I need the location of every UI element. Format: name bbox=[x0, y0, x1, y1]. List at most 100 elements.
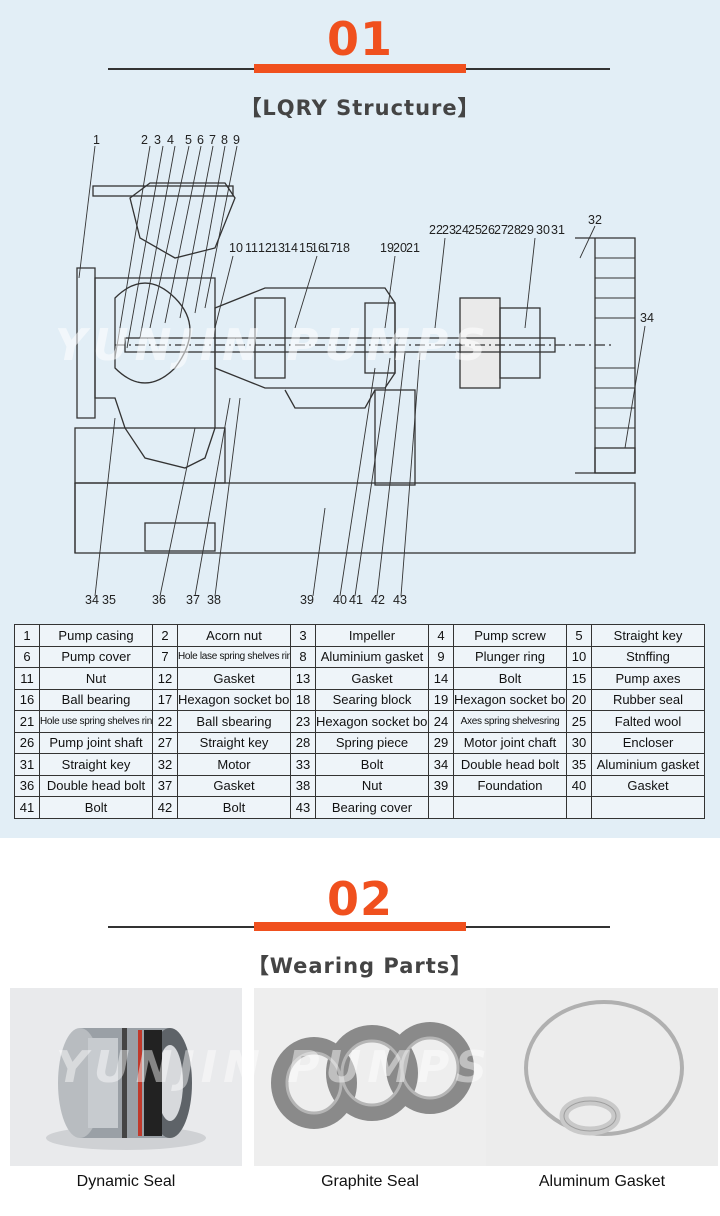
callout-3: 3 bbox=[154, 133, 161, 147]
part-name-cell: Hole use spring shelves ring bbox=[39, 710, 153, 733]
part-name-cell: Stnffing bbox=[591, 645, 705, 668]
callout-38: 38 bbox=[207, 593, 221, 607]
part-number-cell: 30 bbox=[566, 731, 592, 754]
callout-42: 42 bbox=[371, 593, 385, 607]
callout-7: 7 bbox=[209, 133, 216, 147]
aluminum-gasket-photo bbox=[486, 988, 718, 1166]
part-number-cell: 3 bbox=[290, 624, 316, 647]
part-number-cell: 5 bbox=[566, 624, 592, 647]
part-number-cell: 32 bbox=[152, 753, 178, 776]
part-name-cell: Foundation bbox=[453, 774, 567, 797]
callout-29: 29 bbox=[520, 223, 534, 237]
callout-43: 43 bbox=[393, 593, 407, 607]
part-name-cell: Gasket bbox=[591, 774, 705, 797]
callout-12: 12 bbox=[258, 241, 272, 255]
part-number-cell: 9 bbox=[428, 645, 454, 668]
part-number-cell: 28 bbox=[290, 731, 316, 754]
callout-41: 41 bbox=[349, 593, 363, 607]
dynamic-seal-caption: Dynamic Seal bbox=[76, 1173, 176, 1190]
callout-30: 30 bbox=[536, 223, 550, 237]
callout-9: 9 bbox=[233, 133, 240, 147]
part-number-cell: 22 bbox=[152, 710, 178, 733]
part-number-cell: 10 bbox=[566, 645, 592, 668]
callout-1: 1 bbox=[93, 133, 100, 147]
section-title: 【Wearing Parts】 bbox=[247, 954, 473, 978]
section-number: 01 bbox=[326, 12, 393, 66]
part-number-cell: 15 bbox=[566, 667, 592, 690]
part-number-cell: 41 bbox=[14, 796, 40, 819]
part-name-cell: Aluminium gasket bbox=[315, 645, 429, 668]
part-number-cell: 19 bbox=[428, 688, 454, 711]
callout-10: 10 bbox=[229, 241, 243, 255]
part-name-cell: Gasket bbox=[177, 667, 291, 690]
part-name-cell: Encloser bbox=[591, 731, 705, 754]
callout-27: 27 bbox=[494, 223, 508, 237]
part-name-cell: Falted wool bbox=[591, 710, 705, 733]
part-number-cell: 31 bbox=[14, 753, 40, 776]
callout-39: 39 bbox=[300, 593, 314, 607]
divider-accent bbox=[254, 64, 466, 73]
part-number-cell: 4 bbox=[428, 624, 454, 647]
part-name-cell: Motor bbox=[177, 753, 291, 776]
part-number-cell: 27 bbox=[152, 731, 178, 754]
part-name-cell: Plunger ring bbox=[453, 645, 567, 668]
graphite-seal-caption: Graphite Seal bbox=[321, 1173, 419, 1190]
photo-watermark: YUNJIN PUMPS bbox=[56, 1042, 493, 1093]
part-number-cell bbox=[428, 796, 454, 819]
part-name-cell: Hexagon socket bolt bbox=[177, 688, 291, 711]
callout-16: 16 bbox=[311, 241, 325, 255]
section-number: 02 bbox=[326, 872, 393, 926]
part-name-cell: Spring piece bbox=[315, 731, 429, 754]
part-name-cell: Nut bbox=[39, 667, 153, 690]
part-name-cell: Impeller bbox=[315, 624, 429, 647]
aluminum-gasket-caption: Aluminum Gasket bbox=[538, 1173, 666, 1190]
part-name-cell: Straight key bbox=[177, 731, 291, 754]
callout-26: 26 bbox=[481, 223, 495, 237]
callout-37: 37 bbox=[186, 593, 200, 607]
callout-36: 36 bbox=[152, 593, 166, 607]
structure-section: 01 【LQRY Structure】 bbox=[0, 0, 720, 838]
part-name-cell: Hexagon socket bolt bbox=[453, 688, 567, 711]
part-number-cell: 20 bbox=[566, 688, 592, 711]
part-number-cell: 34 bbox=[428, 753, 454, 776]
divider-accent bbox=[254, 922, 466, 931]
part-number-cell: 24 bbox=[428, 710, 454, 733]
part-name-cell: Rubber seal bbox=[591, 688, 705, 711]
section-title: 【LQRY Structure】 bbox=[240, 96, 480, 120]
part-number-cell: 23 bbox=[290, 710, 316, 733]
part-number-cell: 8 bbox=[290, 645, 316, 668]
part-number-cell bbox=[566, 796, 592, 819]
part-name-cell: Pump joint shaft bbox=[39, 731, 153, 754]
part-name-cell: Bolt bbox=[315, 753, 429, 776]
part-name-cell: Motor joint chaft bbox=[453, 731, 567, 754]
part-number-cell: 37 bbox=[152, 774, 178, 797]
part-number-cell: 17 bbox=[152, 688, 178, 711]
part-name-cell: Ball sbearing bbox=[177, 710, 291, 733]
part-name-cell: Pump axes bbox=[591, 667, 705, 690]
callout-32: 32 bbox=[588, 213, 602, 227]
part-name-cell: Pump cover bbox=[39, 645, 153, 668]
part-name-cell: Gasket bbox=[177, 774, 291, 797]
callout-18: 18 bbox=[336, 241, 350, 255]
callout-25: 25 bbox=[468, 223, 482, 237]
callout-22: 22 bbox=[429, 223, 443, 237]
callout-34: 34 bbox=[85, 593, 99, 607]
callout-15: 15 bbox=[299, 241, 313, 255]
part-name-cell: Aluminium gasket bbox=[591, 753, 705, 776]
part-number-cell: 43 bbox=[290, 796, 316, 819]
part-number-cell: 13 bbox=[290, 667, 316, 690]
part-name-cell: Double head bolt bbox=[39, 774, 153, 797]
callout-31: 31 bbox=[551, 223, 565, 237]
callout-2: 2 bbox=[141, 133, 148, 147]
part-name-cell: Acorn nut bbox=[177, 624, 291, 647]
part-number-cell: 29 bbox=[428, 731, 454, 754]
callout-5: 5 bbox=[185, 133, 192, 147]
part-name-cell: Hole lase spring shelves ring bbox=[177, 645, 291, 668]
